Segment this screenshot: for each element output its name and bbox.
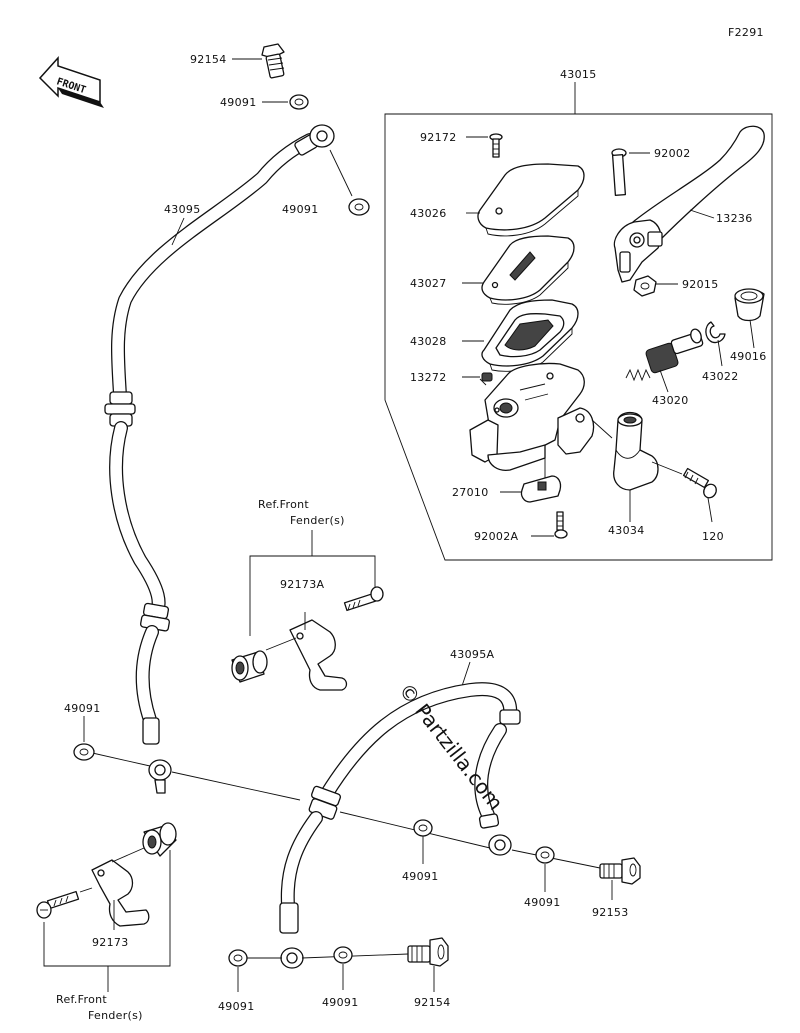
piston-kit-43020[interactable] [625, 328, 704, 382]
label-92002a[interactable]: 92002A [474, 530, 518, 543]
bolt-120[interactable] [651, 461, 719, 500]
label-49091-c[interactable]: 49091 [64, 702, 101, 715]
washer-49091-d[interactable] [413, 819, 433, 837]
label-49091-f[interactable]: 49091 [218, 1000, 255, 1013]
master-cylinder-body[interactable] [469, 362, 595, 471]
label-49091-g[interactable]: 49091 [322, 996, 359, 1009]
brake-light-switch-27010[interactable] [520, 448, 562, 503]
ref-front-fender-2-line1: Ref.Front [56, 993, 107, 1006]
screw-92172[interactable] [489, 133, 503, 158]
pivot-bolt-92002[interactable] [611, 148, 627, 196]
washer-49091-c[interactable] [73, 743, 95, 761]
grommet-92173[interactable] [142, 822, 177, 857]
label-13236[interactable]: 13236 [716, 212, 753, 225]
front-arrow-icon: FRONT [38, 56, 104, 108]
brake-lever-13236[interactable] [613, 125, 765, 283]
label-49091-b[interactable]: 49091 [282, 203, 319, 216]
clamp-92173[interactable] [91, 859, 150, 927]
ref-front-fender-2-line2: Fender(s) [88, 1009, 143, 1022]
label-43028[interactable]: 43028 [410, 335, 447, 348]
label-92153[interactable]: 92153 [592, 906, 629, 919]
label-43034[interactable]: 43034 [608, 524, 645, 537]
label-92002[interactable]: 92002 [654, 147, 691, 160]
washer-49091-f[interactable] [228, 949, 248, 967]
washer-49091-b[interactable] [348, 198, 370, 216]
banjo-bolt-92153[interactable] [599, 857, 641, 885]
reservoir-cap-43026[interactable] [477, 163, 585, 237]
banjo-bolt-92154-bottom[interactable] [407, 937, 449, 967]
label-49091-e[interactable]: 49091 [524, 896, 561, 909]
label-43095[interactable]: 43095 [164, 203, 201, 216]
bolt-92173a[interactable] [343, 586, 384, 612]
label-92154-top[interactable]: 92154 [190, 53, 227, 66]
label-43022[interactable]: 43022 [702, 370, 739, 383]
label-120[interactable]: 120 [702, 530, 724, 543]
holder-clamp-43034[interactable] [613, 411, 659, 491]
label-43027[interactable]: 43027 [410, 277, 447, 290]
nut-92015[interactable] [633, 275, 657, 297]
clamp-92173a[interactable] [289, 619, 348, 691]
label-92173a[interactable]: 92173A [280, 578, 324, 591]
label-43020[interactable]: 43020 [652, 394, 689, 407]
grommet-92173a[interactable] [231, 650, 268, 683]
ref-front-fender-1-line2: Fender(s) [290, 514, 345, 527]
label-92154-bottom[interactable]: 92154 [414, 996, 451, 1009]
label-49016[interactable]: 49016 [730, 350, 767, 363]
label-49091-d[interactable]: 49091 [402, 870, 439, 883]
diaphragm-43028[interactable] [481, 299, 579, 372]
label-92172[interactable]: 92172 [420, 131, 457, 144]
screw-92002a[interactable] [554, 511, 568, 539]
label-43095a[interactable]: 43095A [450, 648, 494, 661]
screw-13272[interactable] [479, 372, 493, 386]
washer-49091-g[interactable] [333, 946, 353, 964]
washer-49091-e[interactable] [535, 846, 555, 864]
brake-hose-43095[interactable] [104, 124, 335, 794]
label-43026[interactable]: 43026 [410, 207, 447, 220]
diaphragm-plate-43027[interactable] [481, 235, 575, 305]
figure-code: F2291 [728, 26, 764, 39]
brake-hose-43095a[interactable] [279, 682, 521, 969]
label-43015[interactable]: 43015 [560, 68, 597, 81]
bolt-92173[interactable] [36, 890, 80, 919]
label-27010[interactable]: 27010 [452, 486, 489, 499]
master-cylinder-assembly-box [384, 113, 773, 561]
label-13272[interactable]: 13272 [410, 371, 447, 384]
banjo-bolt-92154-top[interactable] [261, 43, 285, 79]
washer-49091-a[interactable] [289, 94, 309, 110]
dust-boot-49016[interactable] [734, 288, 765, 322]
label-92173[interactable]: 92173 [92, 936, 129, 949]
snap-ring-43022[interactable] [705, 321, 726, 344]
label-49091-a[interactable]: 49091 [220, 96, 257, 109]
ref-front-fender-1-line1: Ref.Front [258, 498, 309, 511]
label-92015[interactable]: 92015 [682, 278, 719, 291]
